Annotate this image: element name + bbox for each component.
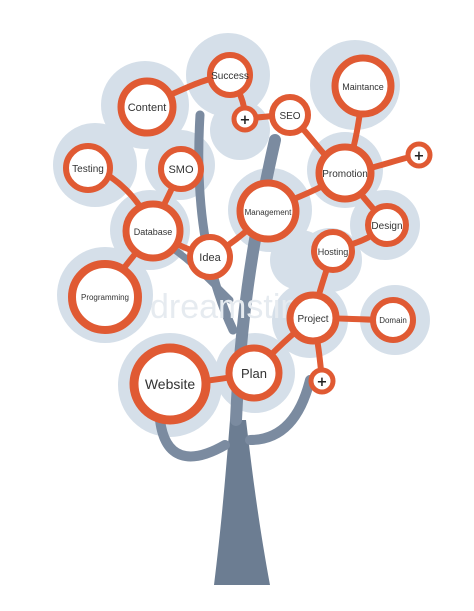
branch-left-up (194, 110, 238, 335)
plus-button[interactable]: + (231, 105, 259, 133)
node-design-label: Design (371, 221, 402, 232)
node-idea[interactable]: Idea (187, 234, 233, 280)
node-idea-label: Idea (199, 252, 221, 264)
node-database-label: Database (134, 227, 173, 237)
node-seo-label: SEO (279, 111, 300, 122)
plus-icon: + (414, 149, 425, 164)
node-website[interactable]: Website (129, 343, 211, 425)
node-management-label: Management (245, 208, 292, 217)
trunk (214, 420, 270, 585)
node-promotion-label: Promotion (322, 169, 368, 180)
node-success[interactable]: Success (207, 52, 253, 98)
node-plan[interactable]: Plan (225, 344, 283, 402)
node-database[interactable]: Database (122, 200, 184, 262)
node-project-label: Project (297, 314, 328, 325)
node-programming[interactable]: Programming (68, 260, 142, 334)
node-domain-label: Domain (379, 316, 407, 325)
node-testing-label: Testing (72, 164, 104, 175)
node-domain[interactable]: Domain (370, 297, 416, 343)
node-smo[interactable]: SMO (158, 146, 204, 192)
node-success-label: Success (211, 71, 249, 82)
plus-button[interactable]: + (308, 367, 336, 395)
plus-icon: + (240, 113, 251, 128)
node-testing[interactable]: Testing (63, 143, 113, 193)
node-website-label: Website (145, 376, 196, 392)
node-smo-label: SMO (168, 164, 194, 176)
node-maintance[interactable]: Maintance (331, 54, 395, 118)
node-promotion[interactable]: Promotion (315, 143, 375, 203)
node-programming-label: Programming (81, 293, 129, 302)
node-plan-label: Plan (241, 366, 267, 381)
plus-button[interactable]: + (405, 141, 433, 169)
node-design[interactable]: Design (365, 203, 409, 247)
node-seo[interactable]: SEO (269, 94, 311, 136)
branch-left-low (155, 415, 230, 462)
plus-icon: + (317, 375, 328, 390)
branch-right-low (245, 375, 315, 445)
node-hosting[interactable]: Hosting (311, 229, 355, 273)
node-content[interactable]: Content (117, 77, 177, 137)
node-maintance-label: Maintance (342, 82, 384, 92)
node-hosting-label: Hosting (318, 247, 349, 257)
node-management[interactable]: Management (236, 179, 300, 243)
node-project[interactable]: Project (286, 291, 340, 345)
node-content-label: Content (128, 102, 167, 114)
